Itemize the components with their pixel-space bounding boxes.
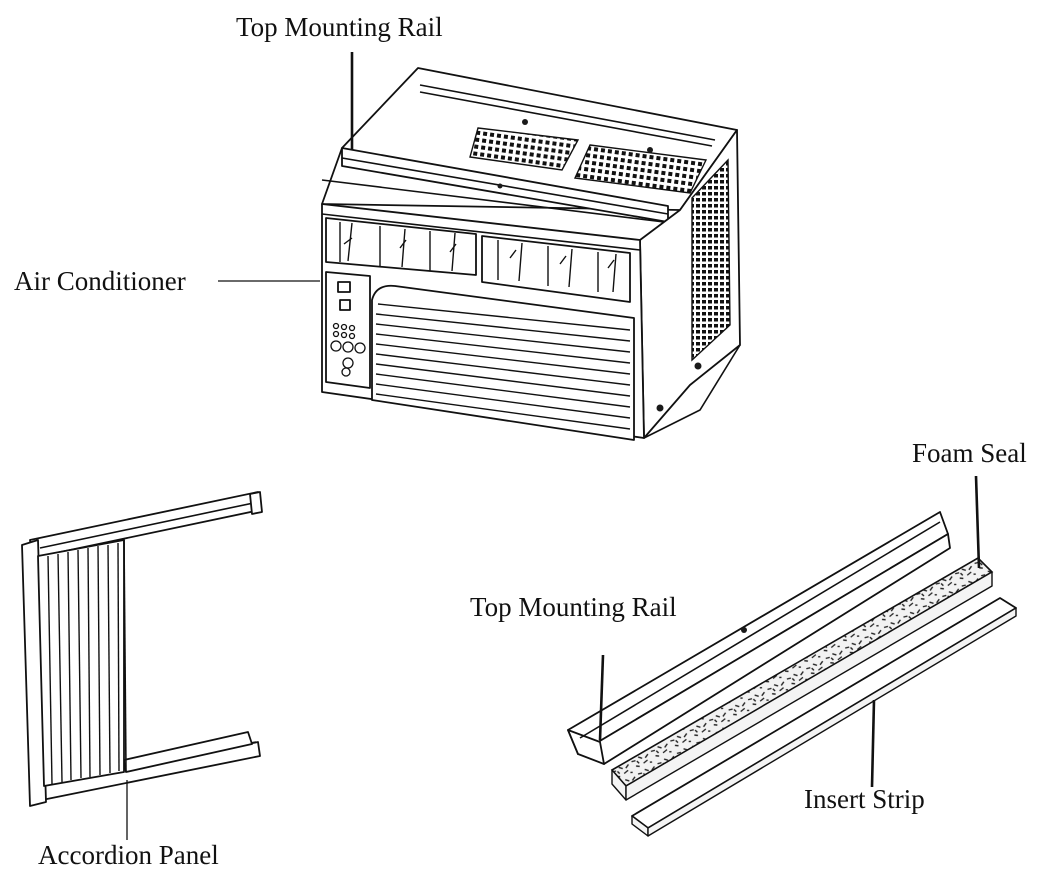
label-insert-strip: Insert Strip bbox=[804, 784, 925, 814]
label-top-mounting-rail-upper: Top Mounting Rail bbox=[236, 12, 443, 42]
label-accordion-panel: Accordion Panel bbox=[38, 840, 219, 870]
top-vent-right-icon bbox=[573, 144, 708, 194]
label-top-mounting-rail-lower: Top Mounting Rail bbox=[470, 592, 677, 622]
accordion-panel-illustration bbox=[21, 491, 263, 807]
label-foam-seal: Foam Seal bbox=[912, 438, 1027, 468]
air-conditioner-illustration bbox=[321, 67, 741, 441]
side-vent-icon bbox=[691, 158, 731, 362]
leader-lines bbox=[126, 52, 981, 840]
top-vent-left-icon bbox=[469, 127, 580, 171]
label-air-conditioner: Air Conditioner bbox=[14, 266, 186, 296]
rail-seal-strip-illustration bbox=[567, 511, 1017, 837]
